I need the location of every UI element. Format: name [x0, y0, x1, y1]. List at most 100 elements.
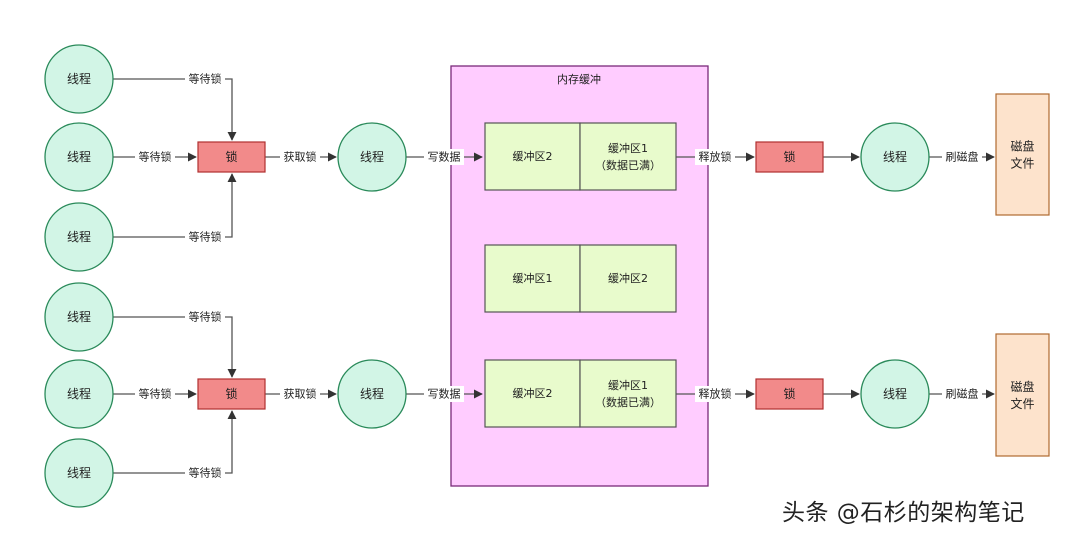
thread-label: 线程: [67, 149, 91, 164]
watermark: 头条 @石杉的架构笔记: [782, 500, 1025, 526]
thread-node: 线程: [44, 359, 114, 429]
lock-box: [197, 141, 266, 173]
lock-box: [755, 378, 824, 410]
write-data-label: 写数据: [424, 386, 464, 402]
wait-lock-label: 等待锁: [185, 71, 225, 87]
connector-line: [113, 173, 237, 238]
buffer-cell: 缓冲区1 （数据已满）: [579, 359, 677, 428]
buffer-label: 缓冲区2: [513, 149, 553, 163]
wait-lock-label-bg: [135, 386, 175, 402]
buffer-label: 缓冲区2: [513, 386, 553, 400]
wait-lock-label: 等待锁: [185, 465, 225, 481]
acquire-lock-label-bg: [280, 386, 320, 402]
buffer-sub-label: （数据已满）: [595, 158, 661, 172]
flush-disk-label: 刷磁盘: [942, 149, 982, 165]
write-data-label-text: 写数据: [428, 387, 461, 401]
connector-line: [113, 316, 237, 378]
lock-label: 锁: [783, 149, 795, 164]
lock-node: 锁: [197, 141, 266, 173]
buffer-label: 缓冲区1: [608, 141, 648, 155]
wait-lock-label-bg: [185, 71, 225, 87]
thread-node: 线程: [44, 122, 114, 192]
write-data-label-bg: [424, 149, 464, 165]
thread-circle: [44, 44, 114, 114]
thread-label: 线程: [67, 465, 91, 480]
wait-lock-label-text: 等待锁: [189, 72, 222, 86]
buffer-label: 缓冲区1: [513, 271, 553, 285]
lock-label: 锁: [225, 386, 237, 401]
write-data-label-text: 写数据: [428, 150, 461, 164]
thread-circle: [860, 359, 930, 429]
lock-label: 锁: [783, 386, 795, 401]
write-data-label: 写数据: [424, 149, 464, 165]
buffer-rect: [579, 359, 677, 428]
disk-file-box: [995, 93, 1050, 216]
thread-circle: [860, 122, 930, 192]
connector-line: [113, 410, 237, 474]
wait-lock-label: 等待锁: [185, 309, 225, 325]
lock-node: 锁: [755, 141, 824, 173]
thread-label: 线程: [360, 386, 384, 401]
buffer-label: 缓冲区2: [608, 271, 648, 285]
thread-label: 线程: [883, 149, 907, 164]
write-data-label-bg: [424, 386, 464, 402]
disk-label-line2: 文件: [1010, 156, 1034, 171]
wait-lock-label-text: 等待锁: [139, 150, 172, 164]
buffer-rect: [484, 122, 581, 191]
acquire-lock-label-text: 获取锁: [284, 387, 317, 401]
lock-box: [755, 141, 824, 173]
buffer-sub-label: （数据已满）: [595, 395, 661, 409]
thread-node: 线程: [44, 282, 114, 352]
thread-node: 线程: [337, 122, 407, 192]
disk-label-line1: 磁盘: [1010, 139, 1034, 154]
wait-lock-label-bg: [185, 465, 225, 481]
thread-node: 线程: [44, 202, 114, 272]
thread-circle: [337, 122, 407, 192]
wait-lock-label-bg: [135, 149, 175, 165]
acquire-lock-label-bg: [280, 149, 320, 165]
edge-labels: 等待锁等待锁等待锁获取锁写数据释放锁刷磁盘等待锁等待锁等待锁获取锁写数据释放锁刷…: [135, 71, 982, 481]
wait-lock-label: 等待锁: [135, 149, 175, 165]
wait-lock-label-text: 等待锁: [189, 230, 222, 244]
buffer-cell: 缓冲区1 （数据已满）: [579, 122, 677, 191]
thread-circle: [44, 359, 114, 429]
release-lock-label-bg: [695, 149, 735, 165]
buffer-rect: [579, 244, 677, 313]
thread-circle: [337, 359, 407, 429]
thread-label: 线程: [67, 71, 91, 86]
thread-node: 线程: [860, 122, 930, 192]
connector-line: [113, 78, 237, 141]
lock-label: 锁: [225, 149, 237, 164]
wait-lock-label-bg: [185, 309, 225, 325]
release-lock-label: 释放锁: [695, 386, 735, 402]
thread-label: 线程: [67, 386, 91, 401]
thread-node: 线程: [337, 359, 407, 429]
flush-disk-label-bg: [942, 149, 982, 165]
disk-file-box: [995, 333, 1050, 457]
thread-circle: [44, 122, 114, 192]
release-lock-label: 释放锁: [695, 149, 735, 165]
thread-label: 线程: [67, 229, 91, 244]
buffer-rect: [484, 359, 581, 428]
flush-disk-label-text: 刷磁盘: [946, 387, 979, 401]
thread-circle: [44, 202, 114, 272]
disk-label-line1: 磁盘: [1010, 379, 1034, 394]
thread-label: 线程: [360, 149, 384, 164]
buffer-cell: 缓冲区1: [484, 244, 581, 313]
thread-node: 线程: [44, 438, 114, 508]
wait-lock-label: 等待锁: [135, 386, 175, 402]
lock-node: 锁: [755, 378, 824, 410]
buffer-cell: 缓冲区2: [484, 359, 581, 428]
thread-node: 线程: [44, 44, 114, 114]
buffer-label: 缓冲区1: [608, 378, 648, 392]
thread-node: 线程: [860, 359, 930, 429]
flush-disk-label-bg: [942, 386, 982, 402]
release-lock-label-text: 释放锁: [699, 150, 732, 164]
acquire-lock-label: 获取锁: [280, 386, 320, 402]
disk-label-line2: 文件: [1010, 396, 1034, 411]
wait-lock-label-text: 等待锁: [139, 387, 172, 401]
lock-node: 锁: [197, 378, 266, 410]
